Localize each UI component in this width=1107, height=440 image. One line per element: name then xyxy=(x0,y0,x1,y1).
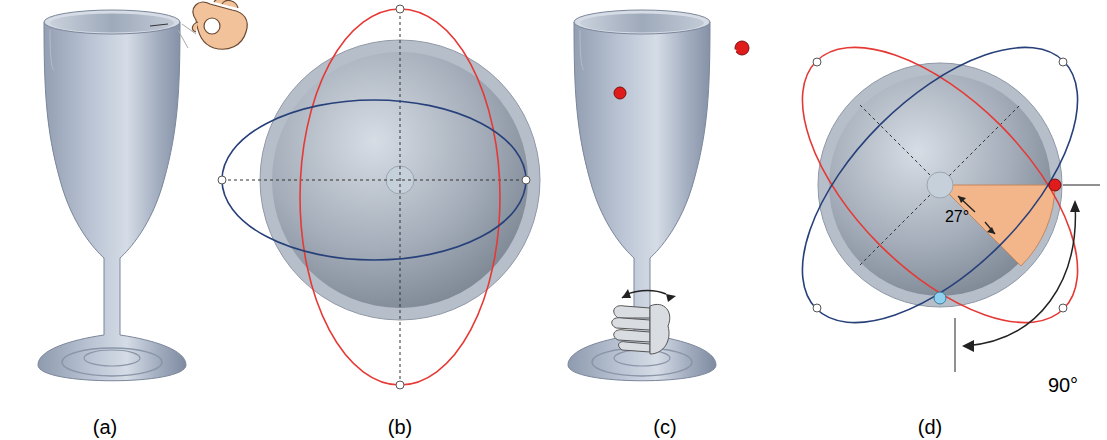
panel-label: (a) xyxy=(93,417,117,437)
panel-label: (c) xyxy=(653,417,676,437)
angle-label: 90° xyxy=(1048,375,1078,395)
panel-label: (b) xyxy=(388,417,412,437)
angle-label: 27° xyxy=(945,209,969,225)
panel-label: (d) xyxy=(918,417,942,437)
